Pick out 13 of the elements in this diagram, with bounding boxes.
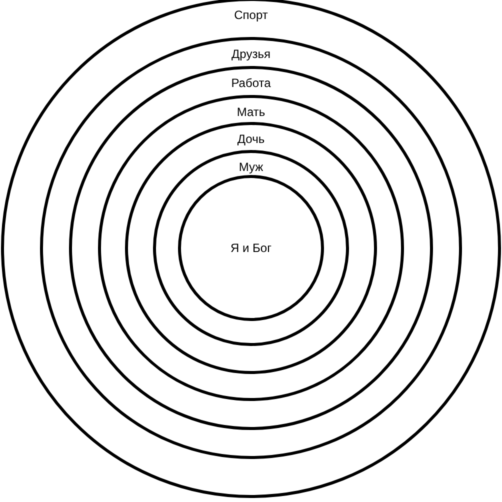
ring-label: Мать: [236, 105, 266, 119]
circle-ring: [178, 175, 324, 321]
circle-ring: [125, 122, 377, 374]
ring-label: Спорт: [234, 8, 268, 22]
circle-ring: [98, 95, 404, 401]
circle-ring: [69, 66, 433, 430]
circle-ring: [40, 37, 462, 459]
ring-label: Я и Бог: [230, 241, 272, 255]
ring-label: Друзья: [232, 47, 270, 61]
ring-label: Дочь: [237, 132, 265, 146]
ring-label: Работа: [231, 76, 271, 90]
ring-label: Муж: [238, 160, 264, 174]
circle-ring: [153, 150, 349, 346]
